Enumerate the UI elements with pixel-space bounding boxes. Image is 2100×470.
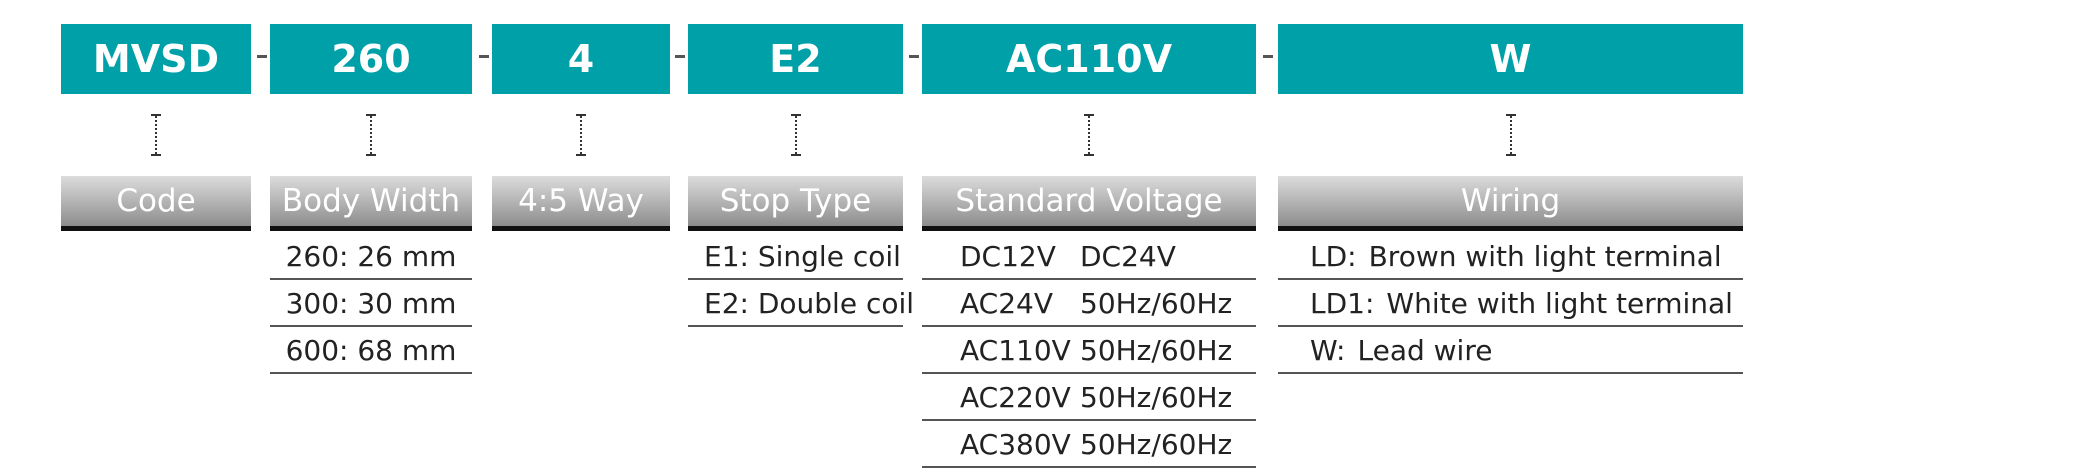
option-row: AC380V 50Hz/60Hz	[922, 421, 1256, 468]
separator-dash	[257, 55, 267, 58]
code-segment: AC110V	[922, 24, 1256, 94]
option-row: E1: Single coil	[688, 233, 903, 280]
options-list: E1: Single coil E2: Double coil	[688, 233, 914, 327]
separator-dash	[1263, 55, 1273, 58]
connector	[688, 94, 903, 176]
options-list: LD: Brown with light terminal LD1: White…	[1278, 233, 1743, 374]
column-wiring: W Wiring LD: Brown with light terminal L…	[1278, 24, 1743, 374]
connector	[1278, 94, 1743, 176]
frequency-label: 50Hz/60Hz	[1080, 427, 1233, 461]
wiring-code: LD1:	[1310, 286, 1375, 320]
segment-header: Code	[61, 176, 251, 231]
segment-header: Wiring	[1278, 176, 1743, 231]
segment-header: Body Width	[270, 176, 472, 231]
option-row: 600: 68 mm	[270, 327, 472, 374]
wiring-description: White with light terminal	[1386, 286, 1733, 320]
segment-header: 4:5 Way	[492, 176, 670, 231]
option-row: LD1: White with light terminal	[1278, 280, 1743, 327]
wiring-description: Lead wire	[1357, 333, 1493, 367]
connector	[61, 94, 251, 176]
voltage-label: AC380V	[960, 427, 1071, 461]
option-row: AC24V 50Hz/60Hz	[922, 280, 1256, 327]
options-list: DC12V DC24V AC24V 50Hz/60Hz AC110V 50Hz/…	[922, 233, 1256, 468]
segment-header: Standard Voltage	[922, 176, 1256, 231]
code-segment: 260	[270, 24, 472, 94]
voltage-label: AC220V	[960, 380, 1071, 414]
frequency-label: 50Hz/60Hz	[1080, 380, 1233, 414]
option-row: LD: Brown with light terminal	[1278, 233, 1743, 280]
option-row: E2: Double coil	[688, 280, 914, 327]
connector	[922, 94, 1256, 176]
voltage-label: AC24V	[960, 286, 1053, 320]
options-list: 260: 26 mm 300: 30 mm 600: 68 mm	[270, 233, 472, 374]
frequency-label: 50Hz/60Hz	[1080, 333, 1233, 367]
wiring-description: Brown with light terminal	[1368, 239, 1722, 273]
code-segment: E2	[688, 24, 903, 94]
voltage-label: DC12V	[960, 239, 1056, 273]
option-row: W: Lead wire	[1278, 327, 1743, 374]
option-row: 300: 30 mm	[270, 280, 472, 327]
wiring-code: W:	[1310, 333, 1346, 367]
separator-dash	[479, 55, 489, 58]
column-body-width: 260 Body Width 260: 26 mm 300: 30 mm 600…	[270, 24, 472, 374]
voltage-label: AC110V	[960, 333, 1071, 367]
column-way: 4 4:5 Way	[492, 24, 670, 231]
option-row: 260: 26 mm	[270, 233, 472, 280]
code-segment: W	[1278, 24, 1743, 94]
code-segment: 4	[492, 24, 670, 94]
wiring-code: LD:	[1310, 239, 1357, 273]
frequency-label: 50Hz/60Hz	[1080, 286, 1233, 320]
column-standard-voltage: AC110V Standard Voltage DC12V DC24V AC24…	[922, 24, 1256, 468]
separator-dash	[675, 55, 685, 58]
column-stop-type: E2 Stop Type E1: Single coil E2: Double …	[688, 24, 914, 327]
connector	[492, 94, 670, 176]
separator-dash	[909, 55, 919, 58]
code-segment: MVSD	[61, 24, 251, 94]
option-row: AC220V 50Hz/60Hz	[922, 374, 1256, 421]
option-row: AC110V 50Hz/60Hz	[922, 327, 1256, 374]
segment-header: Stop Type	[688, 176, 903, 231]
option-row: DC12V DC24V	[922, 233, 1256, 280]
frequency-label: DC24V	[1080, 239, 1176, 273]
connector	[270, 94, 472, 176]
column-code: MVSD Code	[61, 24, 251, 231]
